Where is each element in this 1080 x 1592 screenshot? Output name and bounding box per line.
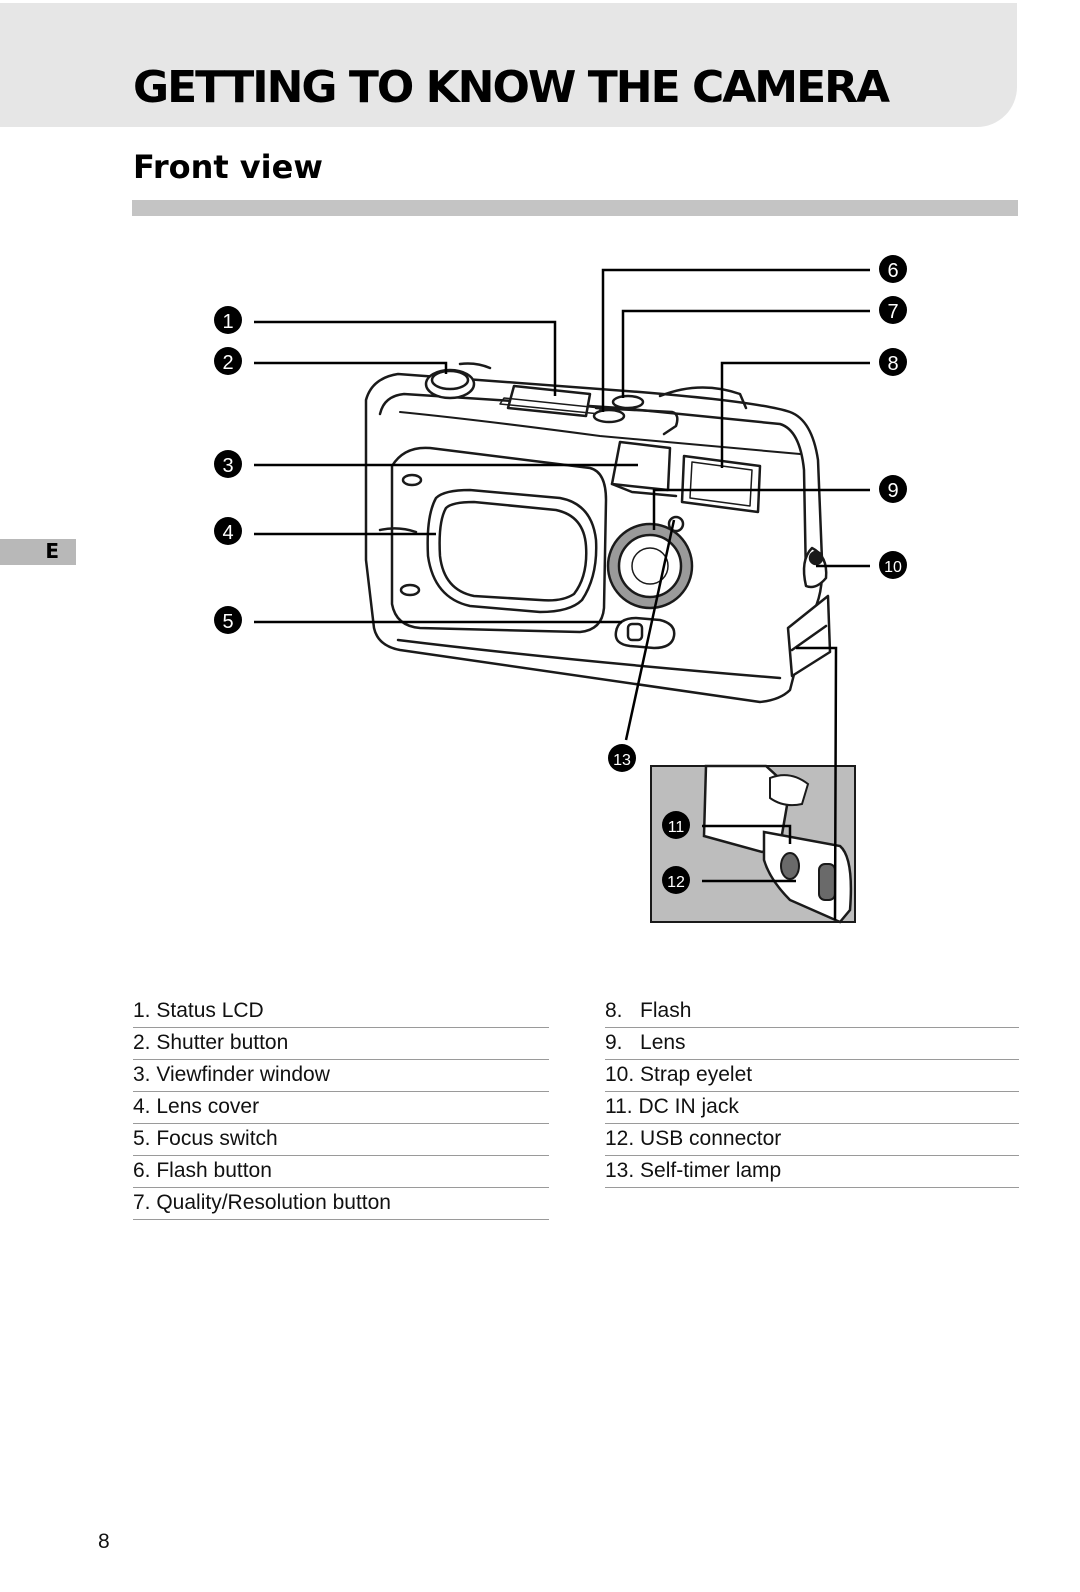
list-item: 7. Quality/Resolution button [133, 1188, 549, 1220]
callout-10: 10 [879, 551, 907, 579]
callout-3: 3 [214, 450, 242, 478]
svg-text:5: 5 [222, 611, 233, 633]
list-item: 12. USB connector [605, 1124, 1019, 1156]
status-lcd-shape [506, 384, 592, 418]
page-title: GETTING TO KNOW THE CAMERA [133, 62, 890, 113]
svg-text:10: 10 [884, 559, 902, 576]
flash-button-shape [592, 408, 626, 424]
callout-2: 2 [214, 347, 242, 375]
svg-text:12: 12 [667, 874, 685, 891]
callout-1: 1 [214, 306, 242, 334]
language-tab-label: E [45, 539, 59, 563]
focus-switch-shape [614, 616, 676, 650]
callout-4: 4 [214, 517, 242, 545]
svg-text:13: 13 [613, 752, 631, 769]
svg-text:3: 3 [222, 455, 233, 477]
list-item: 2. Shutter button [133, 1028, 549, 1060]
list-item: 4. Lens cover [133, 1092, 549, 1124]
callout-11: 11 [662, 811, 690, 839]
svg-text:9: 9 [887, 480, 898, 502]
list-item: 6. Flash button [133, 1156, 549, 1188]
callout-6: 6 [879, 255, 907, 283]
svg-text:11: 11 [668, 819, 685, 836]
usb-connector-shape [818, 863, 836, 901]
callout-12: 12 [662, 866, 690, 894]
parts-list-left: 1. Status LCD 2. Shutter button 3. Viewf… [133, 996, 549, 1220]
list-item: 11. DC IN jack [605, 1092, 1019, 1124]
side-connector-inset [650, 764, 856, 924]
section-rule [132, 200, 1018, 216]
svg-text:8: 8 [887, 353, 898, 375]
svg-text:2: 2 [222, 352, 233, 374]
callout-9: 9 [879, 475, 907, 503]
list-item: 5. Focus switch [133, 1124, 549, 1156]
list-item: 13. Self-timer lamp [605, 1156, 1019, 1188]
section-title: Front view [133, 148, 323, 186]
language-tab: E [0, 539, 76, 565]
list-item: 9. Lens [605, 1028, 1019, 1060]
dc-in-jack-shape [780, 852, 800, 880]
svg-text:4: 4 [222, 522, 233, 544]
callout-7: 7 [879, 296, 907, 324]
quality-button-shape [611, 394, 645, 410]
parts-list-right: 8. Flash 9. Lens 10. Strap eyelet 11. DC… [605, 996, 1019, 1188]
callout-5: 5 [214, 606, 242, 634]
callout-13: 13 [608, 744, 636, 772]
svg-text:1: 1 [222, 311, 233, 333]
list-item: 3. Viewfinder window [133, 1060, 549, 1092]
camera-illustration [364, 362, 832, 704]
svg-text:6: 6 [887, 260, 898, 282]
list-item: 1. Status LCD [133, 996, 549, 1028]
callout-8: 8 [879, 348, 907, 376]
leader-lines [254, 268, 870, 921]
list-item: 10. Strap eyelet [605, 1060, 1019, 1092]
callout-markers: 1 2 3 4 5 6 7 8 9 10 11 12 13 [214, 255, 907, 894]
list-item: 8. Flash [605, 996, 1019, 1028]
page-number: 8 [98, 1530, 110, 1553]
camera-front-diagram: 1 2 3 4 5 6 7 8 9 10 11 12 13 [214, 255, 907, 924]
flash-shape [680, 454, 762, 514]
svg-text:7: 7 [887, 301, 898, 323]
header-band [0, 3, 1017, 127]
